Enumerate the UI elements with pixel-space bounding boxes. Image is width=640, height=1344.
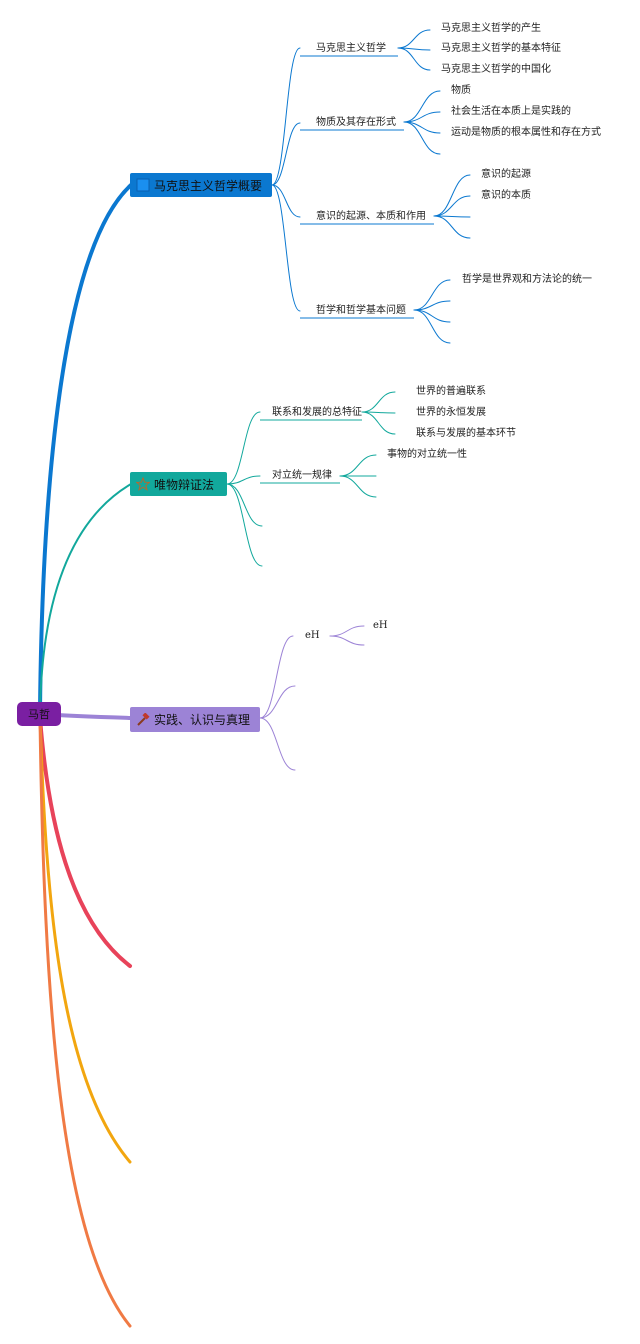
connector-line xyxy=(271,184,301,218)
connector-line xyxy=(329,625,365,637)
connector-line xyxy=(271,184,301,312)
leaf-item[interactable]: 马克思主义哲学的产生 xyxy=(441,23,541,34)
leaf-item[interactable]: 事物的对立统一性 xyxy=(387,449,467,460)
connector-line xyxy=(413,279,451,311)
connector-line xyxy=(226,483,263,527)
connector-line xyxy=(397,29,431,49)
main-branch-line xyxy=(38,716,132,968)
star-outline-icon xyxy=(135,476,151,491)
leaf-item[interactable]: 世界的永恒发展 xyxy=(416,407,486,418)
connector-line xyxy=(226,475,261,485)
connector-line xyxy=(339,475,377,498)
leaf-item[interactable]: 世界的普遍联系 xyxy=(416,386,486,397)
connector-line xyxy=(329,635,365,646)
root-node[interactable]: 马哲 xyxy=(17,702,61,726)
connector-line xyxy=(361,391,396,413)
main-branch-line xyxy=(38,183,133,714)
connector-line xyxy=(433,174,471,217)
leaf-item[interactable]: 意识的本质 xyxy=(481,190,531,201)
leaf-item[interactable]: 物质 xyxy=(451,85,471,96)
connector-line xyxy=(259,717,296,771)
connector-line xyxy=(226,483,263,567)
branch-node-overview[interactable]: 马克思主义哲学概要 xyxy=(130,173,272,197)
connector-line xyxy=(259,635,294,719)
connector-line xyxy=(259,685,296,719)
connector-line xyxy=(413,309,451,323)
topic-connection-development[interactable]: 联系和发展的总特征 xyxy=(272,407,362,418)
connector-line xyxy=(413,309,451,344)
topic-unity-of-opposites[interactable]: 对立统一规律 xyxy=(272,470,332,481)
root-label: 马哲 xyxy=(28,708,50,721)
connector-line xyxy=(433,215,471,239)
leaf-item[interactable]: 意识的起源 xyxy=(481,169,531,180)
connector-line xyxy=(403,90,441,123)
topic-basic-question[interactable]: 哲学和哲学基本问题 xyxy=(316,305,406,316)
leaf-item[interactable]: 马克思主义哲学的基本特征 xyxy=(441,43,561,54)
connector-line xyxy=(271,122,301,186)
connector-line xyxy=(226,411,261,485)
hammer-icon xyxy=(136,711,150,727)
connector-line xyxy=(403,121,441,155)
leaf-item[interactable]: 联系与发展的基本环节 xyxy=(416,428,516,439)
leaf-item[interactable]: 哲学是世界观和方法论的统一 xyxy=(462,274,592,285)
connector-line xyxy=(339,454,377,477)
connector-line xyxy=(271,47,301,186)
connector-line xyxy=(397,47,431,71)
connector-line xyxy=(361,411,396,435)
main-branch-line xyxy=(39,483,132,713)
main-branch-line xyxy=(38,716,132,1328)
branch-label: 唯物辩证法 xyxy=(154,477,215,492)
leaf-item[interactable]: eH xyxy=(373,620,388,631)
blue-square-icon xyxy=(136,178,150,192)
branch-label: 实践、认识与真理 xyxy=(154,713,251,727)
topic-matter[interactable]: 物质及其存在形式 xyxy=(316,117,396,128)
leaf-item[interactable]: 马克思主义哲学的中国化 xyxy=(441,64,551,75)
main-branch-line xyxy=(38,716,132,1164)
topic-marxist-philosophy[interactable]: 马克思主义哲学 xyxy=(316,43,386,54)
topic-eh[interactable]: eH xyxy=(305,630,320,641)
topic-consciousness[interactable]: 意识的起源、本质和作用 xyxy=(316,211,426,222)
branch-node-practice[interactable]: 实践、认识与真理 xyxy=(130,707,260,732)
branch-label: 马克思主义哲学概要 xyxy=(154,178,263,193)
branch-node-dialectics[interactable]: 唯物辩证法 xyxy=(130,472,227,496)
connector-line xyxy=(433,195,471,217)
leaf-item[interactable]: 社会生活在本质上是实践的 xyxy=(451,106,571,117)
leaf-item[interactable]: 运动是物质的根本属性和存在方式 xyxy=(451,127,601,138)
